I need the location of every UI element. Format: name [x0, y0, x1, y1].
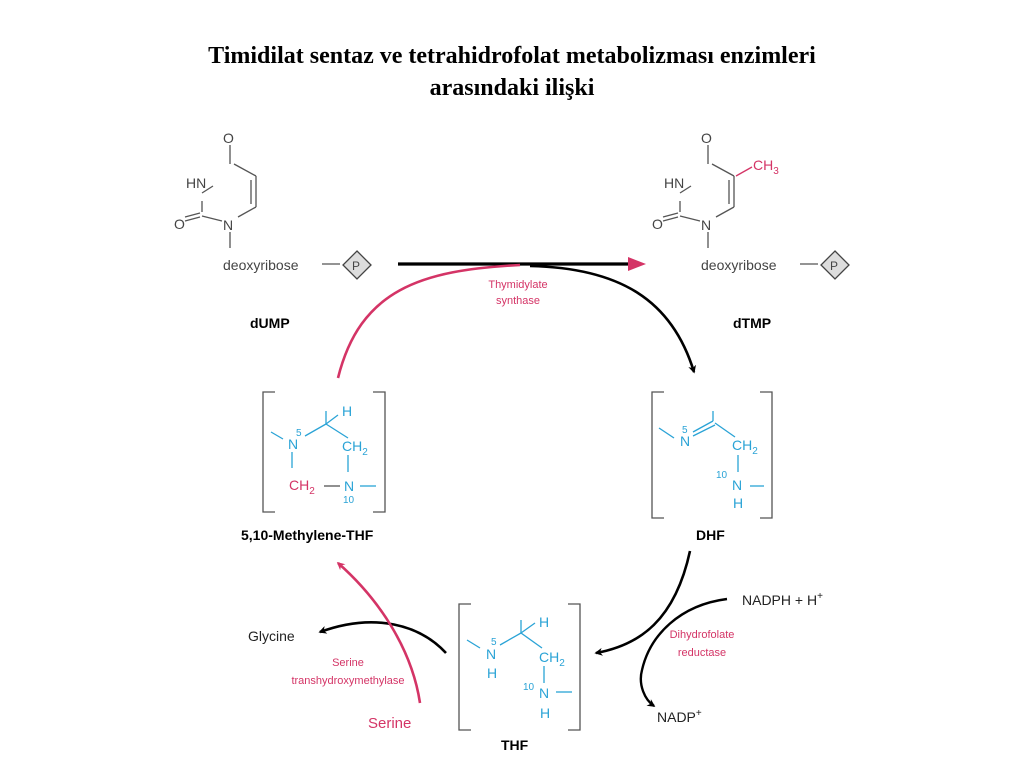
mthf-bridge-ch2: CH2	[289, 477, 315, 497]
methylene-thf-structure: 5 N H CH2 CH2 N 10 5,10-Methylene-THF	[241, 391, 386, 543]
dhf-n10-label: 10	[716, 470, 728, 481]
dhf-ch2: CH2	[732, 437, 758, 457]
nadp-label: NADP+	[657, 708, 702, 725]
thf-h: H	[539, 614, 549, 630]
dhf-label: DHF	[696, 527, 725, 543]
shmt-label-line2: transhydroxymethylase	[291, 675, 404, 687]
dtmp-phosphate: P	[830, 259, 838, 273]
dtmp-methyl: CH3	[753, 157, 779, 177]
thf-structure: 5 N H H CH2 10 N H THF	[458, 603, 581, 753]
title-line-1: Timidilat sentaz ve tetrahidrofolat meta…	[208, 43, 816, 69]
dtmp-o-left: O	[652, 216, 663, 232]
dtmp-label: dTMP	[733, 315, 771, 331]
dhf-n10-h: H	[733, 495, 743, 511]
methylene-thf-to-ts-arrow	[336, 263, 521, 379]
nadph-label: NADPH + H+	[742, 591, 823, 608]
shmt-label-line1: Serine	[332, 657, 364, 669]
dhf-to-thf-arrow	[594, 550, 692, 656]
serine-label: Serine	[368, 715, 411, 732]
dhfr-label-line2: reductase	[678, 647, 726, 659]
dump-n: N	[223, 217, 233, 233]
dump-label: dUMP	[250, 315, 290, 331]
dhf-n10: N	[732, 477, 742, 493]
dtmp-hn: HN	[664, 175, 684, 191]
dump-to-dtmp-arrowhead	[628, 257, 646, 271]
dump-deoxyribose: deoxyribose	[223, 257, 299, 273]
page-title: Timidilat sentaz ve tetrahidrofolat meta…	[0, 40, 1024, 104]
dtmp-structure: O HN O N CH3 deoxyribose P dTMP	[652, 130, 850, 331]
dump-o-left: O	[174, 216, 185, 232]
thf-label: THF	[501, 737, 529, 753]
title-line-2: arasındaki ilişki	[429, 75, 595, 101]
methylene-thf-label: 5,10-Methylene-THF	[241, 527, 374, 543]
dump-hn: HN	[186, 175, 206, 191]
mthf-ch2: CH2	[342, 438, 368, 458]
thf-ch2: CH2	[539, 649, 565, 669]
nadph-to-nadp-arrow	[639, 597, 728, 707]
thf-n5-h: H	[487, 665, 497, 681]
dtmp-o-top: O	[701, 130, 712, 146]
ts-label-line1: Thymidylate	[488, 279, 547, 291]
glycine-label: Glycine	[248, 628, 295, 644]
thf-n5: N	[486, 646, 496, 662]
thf-n10: N	[539, 685, 549, 701]
dhf-n5: N	[680, 433, 690, 449]
dtmp-deoxyribose: deoxyribose	[701, 257, 777, 273]
dhf-structure: 5 N CH2 10 N H DHF	[651, 391, 773, 543]
thf-n10-label: 10	[523, 682, 535, 693]
thf-to-glycine-arrow	[318, 621, 447, 654]
dhf-n5-label: 5	[682, 425, 688, 436]
dump-phosphate: P	[352, 259, 360, 273]
dtmp-n: N	[701, 217, 711, 233]
mthf-h: H	[342, 403, 352, 419]
mthf-n5-label: 5	[296, 428, 302, 439]
ts-to-dhf-arrow	[529, 264, 696, 374]
thf-n10-h: H	[540, 705, 550, 721]
thf-n5-label: 5	[491, 637, 497, 648]
dump-structure: O HN O N deoxyribose P dUMP	[174, 130, 372, 331]
serine-to-methylene-thf-arrow	[336, 561, 422, 704]
mthf-n5: N	[288, 436, 298, 452]
ts-label-line2: synthase	[496, 295, 540, 307]
dhfr-label-line1: Dihydrofolate	[670, 629, 735, 641]
mthf-n10-label: 10	[343, 495, 355, 506]
dump-o-top: O	[223, 130, 234, 146]
mthf-n10: N	[344, 478, 354, 494]
